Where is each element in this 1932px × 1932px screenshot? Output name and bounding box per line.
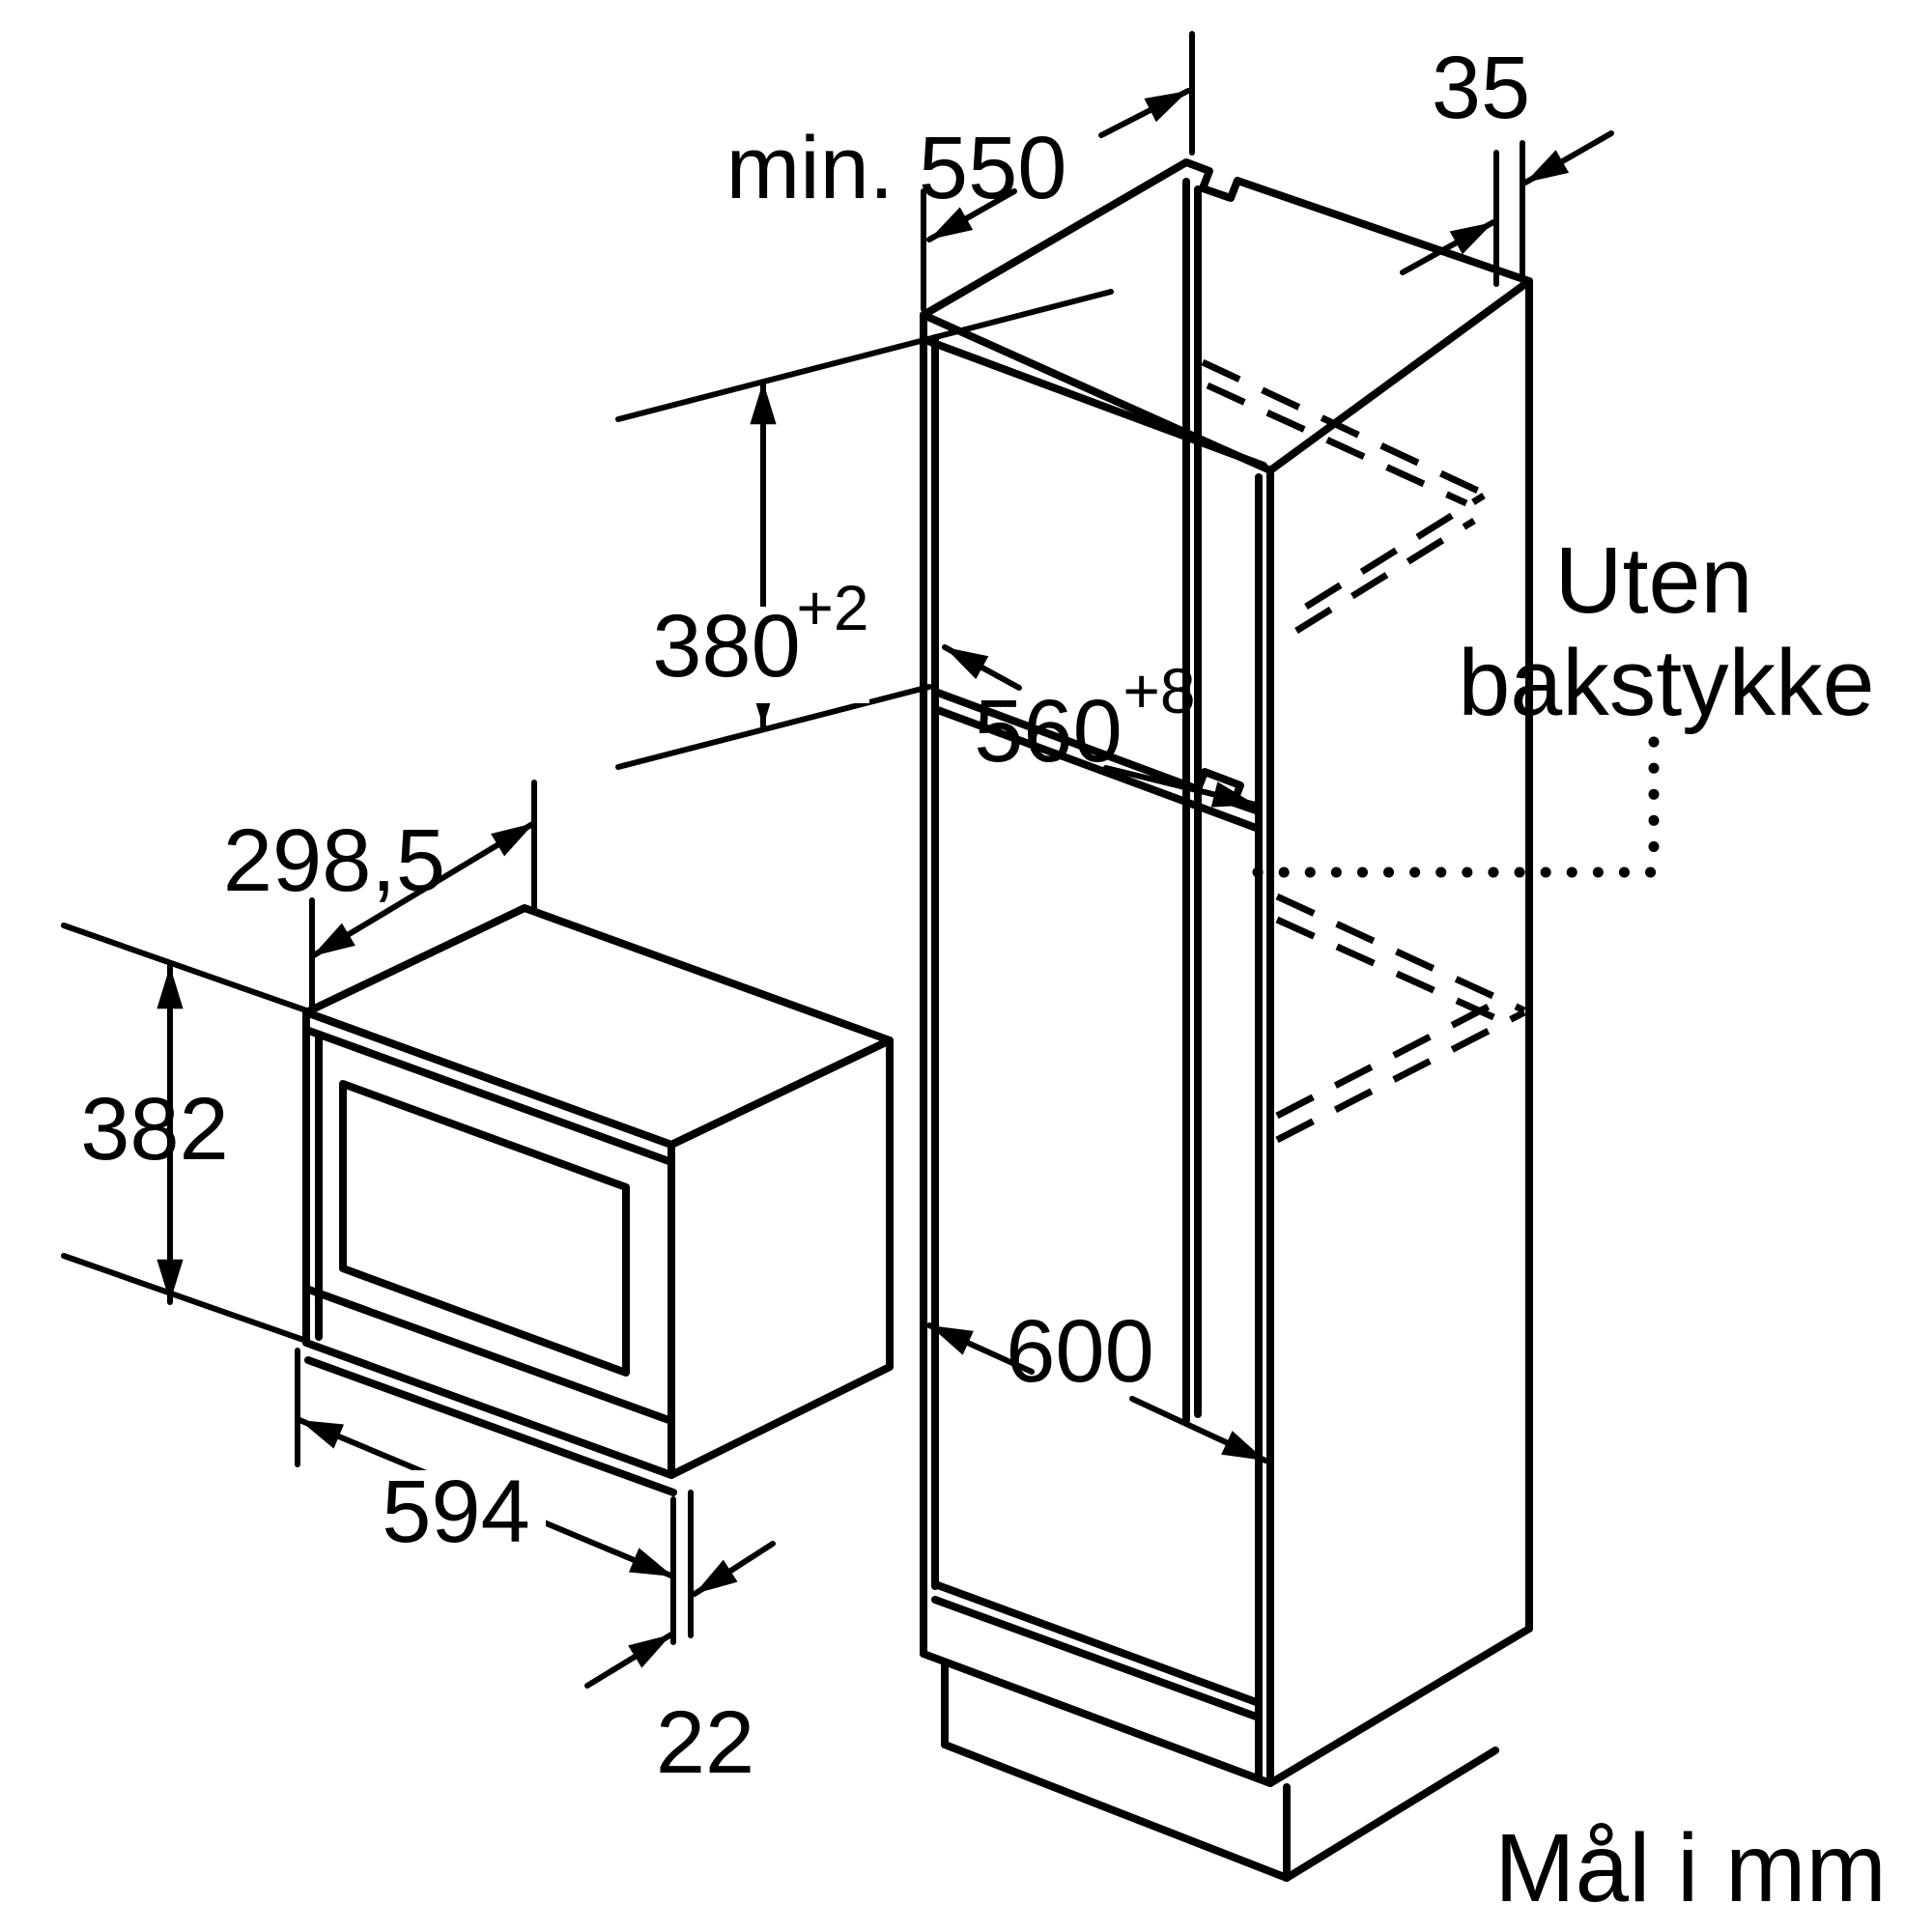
hidden-shelf-back-edge-2 [1275, 916, 1515, 1030]
label-underlay-594 [372, 1470, 546, 1548]
dim-35-arrow-left [1400, 219, 1496, 275]
dim-380-ext-upper [615, 289, 1114, 422]
dimension-labels: min. 550 35 380 +2 560 +8 298,5 382 594 … [80, 39, 1887, 1922]
dim-560-arrow-right [1103, 765, 1259, 808]
cabinet-top-panel-inner-edge [922, 336, 1267, 469]
dim-min550-arrow-left [926, 188, 1017, 242]
label-underlay-380 [638, 607, 869, 703]
note-no-back-panel-line2: bakstykke [1458, 630, 1874, 735]
no-back-panel-leader [1252, 736, 1660, 878]
cabinet-bottom-panel-edge [931, 1580, 1263, 1707]
microwave-top-face [302, 904, 894, 1149]
hidden-top-panel-back-edge-2 [1206, 382, 1468, 507]
cabinet-bottom-rim [920, 1650, 1274, 1787]
dim-label-22: 22 [656, 1693, 754, 1792]
dim-min550-arrow-right [1098, 88, 1191, 138]
dim-label-382: 382 [80, 1080, 229, 1179]
dim-380-ext-lower [615, 684, 932, 770]
hidden-top-panel-right-edge-2 [1294, 518, 1476, 634]
cabinet-right-side-bottom-edge [1266, 1625, 1533, 1787]
dim-22-arrow-upper [692, 1541, 776, 1597]
hidden-top-panel-right-edge-1 [1304, 493, 1486, 610]
dimension-lines [61, 31, 1614, 1689]
microwave-door-top-edge [302, 1026, 675, 1166]
dim-2985-line [309, 820, 537, 959]
dim-label-380: 380 [652, 597, 801, 696]
dim-382-ext-upper [61, 923, 309, 1013]
dim-600-arrow-right [1129, 1396, 1268, 1463]
dim-600-arrow-left [926, 1322, 1035, 1375]
microwave-drawing [302, 904, 894, 1496]
microwave-right-side-face [668, 1037, 894, 1479]
footer-units-label: Mål i mm [1494, 1814, 1887, 1922]
dim-label-600: 600 [1006, 1302, 1154, 1401]
dim-label-35: 35 [1432, 39, 1530, 137]
cabinet-bottom-panel-lower-edge [931, 1596, 1263, 1721]
dim-label-560-tolerance: +8 [1122, 655, 1195, 726]
dim-560-arrow-left [942, 644, 1022, 691]
cabinet-top-face [920, 158, 1533, 474]
dim-label-298-5: 298,5 [223, 811, 445, 910]
hidden-top-panel-back-edge-1 [1201, 358, 1480, 495]
dim-label-min-550: min. 550 [726, 119, 1067, 217]
cabinet-plinth-side-bottom-edge [1283, 1747, 1499, 1882]
dim-label-380-tolerance: +2 [796, 572, 868, 643]
hidden-edges-dashed [1201, 358, 1526, 1144]
dim-label-594: 594 [382, 1463, 530, 1561]
note-no-back-panel-line1: Uten [1555, 527, 1753, 633]
hidden-shelf-back-edge-1 [1275, 893, 1526, 1014]
hidden-shelf-right-edge-2 [1275, 993, 1509, 1120]
hidden-shelf-right-edge-1 [1275, 1009, 1526, 1144]
dim-35-arrow-right [1522, 130, 1614, 185]
microwave-door-window [339, 1080, 630, 1377]
microwave-door-bottom-strip [302, 1285, 675, 1425]
microwave-front-face [302, 1009, 675, 1479]
cabinet-drawing [920, 158, 1533, 1882]
cabinet-plinth-front-bottom-edge [941, 1741, 1291, 1882]
dim-22-arrow-lower [584, 1632, 674, 1689]
dim-label-560: 560 [974, 682, 1122, 781]
dim-382-ext-lower [61, 1253, 309, 1344]
cabinet-shelf-lower-edge [931, 705, 1263, 833]
